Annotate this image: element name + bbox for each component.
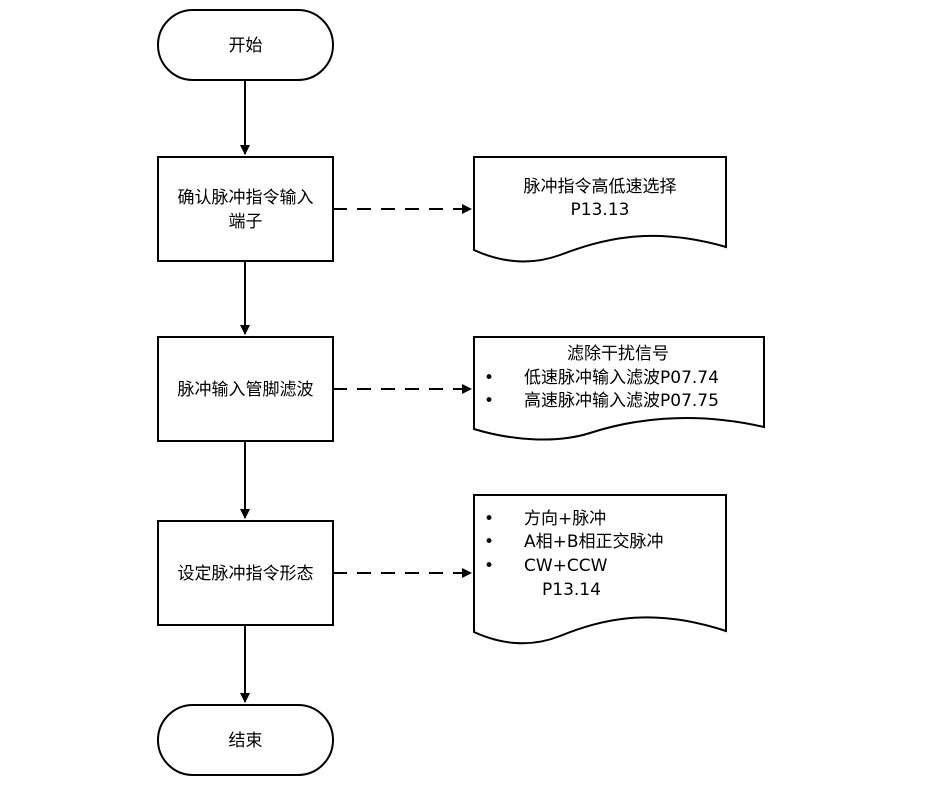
document-note-3: • 方向+脉冲 • A相+B相正交脉冲 • CW+CCW P13.14 [473,494,727,645]
note-2-bullet-2: 高速脉冲输入滤波P07.75 [524,391,719,411]
start-label: 开始 [229,36,263,56]
end-terminator: 结束 [157,704,334,776]
note-2-title: 滤除干扰信号 [567,344,669,364]
start-terminator: 开始 [157,9,334,81]
note-2-bullet-1-glyph: • [484,368,494,388]
note-1-footer: P13.13 [571,200,630,220]
document-note-2: 滤除干扰信号 • 低速脉冲输入滤波P07.74 • 高速脉冲输入滤波P07.75 [473,336,765,441]
process-step-2: 脉冲输入管脚滤波 [157,336,334,442]
process-step-1: 确认脉冲指令输入 端子 [157,156,334,262]
step-3-line-1: 设定脉冲指令形态 [178,564,314,584]
note-2-bullet-1: 低速脉冲输入滤波P07.74 [524,368,719,388]
step-1-line-1: 确认脉冲指令输入 [178,188,314,208]
note-3-bullet-1: 方向+脉冲 [524,509,606,529]
note-3-bullet-3: CW+CCW [524,556,608,576]
step-1-line-2: 端子 [229,212,263,232]
note-3-bullet-2: A相+B相正交脉冲 [524,532,664,552]
note-2-bullet-2-glyph: • [484,391,494,411]
document-note-1: 脉冲指令高低速选择 P13.13 [473,156,727,263]
note-1-title: 脉冲指令高低速选择 [524,177,677,197]
note-3-footer: P13.14 [542,580,601,600]
note-3-bullet-3-glyph: • [484,556,494,576]
note-3-bullet-1-glyph: • [484,509,494,529]
note-3-bullet-2-glyph: • [484,532,494,552]
end-label: 结束 [229,731,263,751]
step-2-line-1: 脉冲输入管脚滤波 [178,380,314,400]
process-step-3: 设定脉冲指令形态 [157,520,334,626]
